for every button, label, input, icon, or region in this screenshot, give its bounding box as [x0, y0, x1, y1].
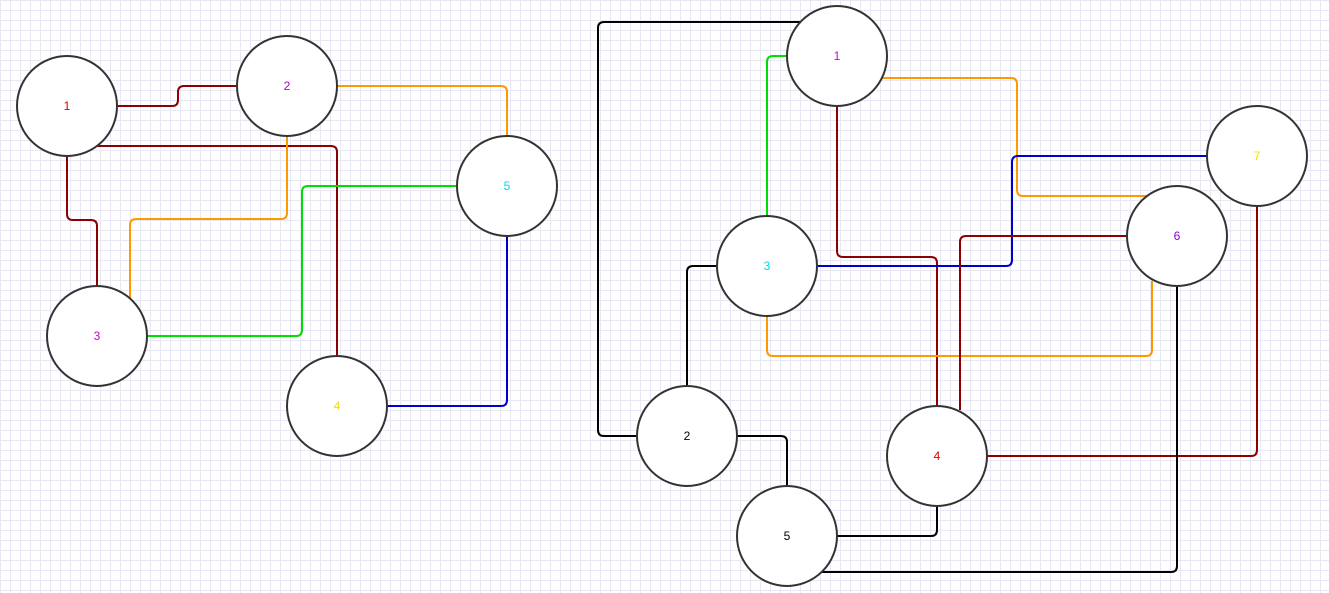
graph-node[interactable]: 7 [1206, 105, 1308, 207]
graph-node[interactable]: 3 [716, 215, 818, 317]
edge-1-3 [766, 55, 788, 217]
node-label: 2 [284, 79, 291, 93]
graph-node[interactable]: 1 [16, 55, 118, 157]
graph-node[interactable]: 2 [636, 385, 738, 487]
graph-node[interactable]: 2 [236, 35, 338, 137]
node-circle [736, 485, 838, 587]
left-graph-nodes: 1 2 3 4 5 [16, 35, 558, 457]
node-circle [636, 385, 738, 487]
right-graph-nodes: 1 2 3 4 5 6 7 [636, 5, 1308, 587]
graph-node[interactable]: 5 [456, 135, 558, 237]
node-label: 3 [764, 259, 771, 273]
edge-1-6 [880, 77, 1152, 197]
node-circle [786, 5, 888, 107]
graph-node[interactable]: 5 [736, 485, 838, 587]
node-label: 5 [504, 179, 511, 193]
edge-2-3 [129, 135, 288, 300]
node-circle [886, 405, 988, 507]
edge-1-3 [66, 155, 98, 287]
node-label: 7 [1254, 149, 1261, 163]
edge-4-7 [987, 205, 1258, 457]
edge-1-4 [97, 145, 338, 357]
node-circle [46, 285, 148, 387]
graph-node[interactable]: 4 [286, 355, 388, 457]
edge-1-4 [836, 105, 938, 407]
node-label: 4 [334, 399, 341, 413]
edge-3-7 [817, 155, 1208, 267]
node-label: 6 [1174, 229, 1181, 243]
node-circle [286, 355, 388, 457]
edge-4-5 [387, 235, 508, 407]
node-label: 4 [934, 449, 941, 463]
edge-2-5 [337, 85, 508, 137]
graph-node[interactable]: 6 [1126, 185, 1228, 287]
graph-node[interactable]: 1 [786, 5, 888, 107]
node-label: 1 [834, 49, 841, 63]
edge-5-6 [820, 285, 1178, 573]
node-circle [236, 35, 338, 137]
graph-node[interactable]: 4 [886, 405, 988, 507]
edge-2-5 [737, 435, 788, 487]
node-label: 2 [684, 429, 691, 443]
edge-1-2 [597, 21, 800, 437]
graph-node[interactable]: 3 [46, 285, 148, 387]
node-circle [16, 55, 118, 157]
node-label: 1 [64, 99, 71, 113]
edge-3-2 [686, 265, 718, 387]
node-label: 5 [784, 529, 791, 543]
edge-1-2 [117, 85, 238, 107]
node-circle [1126, 185, 1228, 287]
node-circle [716, 215, 818, 317]
node-circle [456, 135, 558, 237]
node-label: 3 [94, 329, 101, 343]
left-graph-edges [66, 85, 508, 407]
right-graph-edges [597, 21, 1258, 573]
node-circle [1206, 105, 1308, 207]
edge-4-5 [837, 505, 938, 537]
edge-4-6 [959, 235, 1128, 410]
edge-3-5 [147, 185, 457, 337]
